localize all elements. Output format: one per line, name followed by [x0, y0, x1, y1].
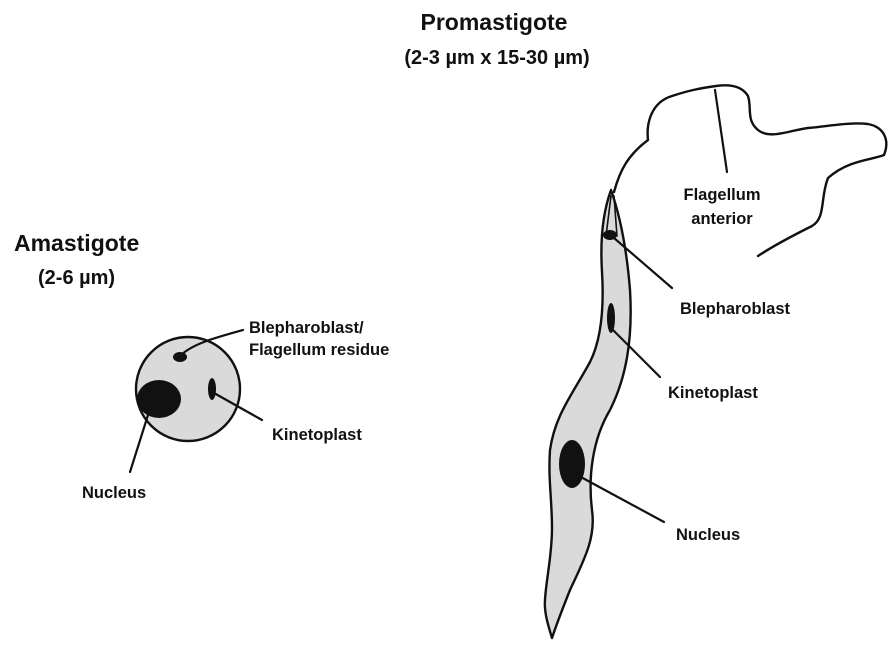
amastigote-blepharoblast: [173, 352, 187, 362]
amastigote-nucleus: [137, 380, 181, 418]
promastigote-kinetoplast-label: Kinetoplast: [668, 384, 758, 402]
amastigote-group: Amastigote (2-6 µm) Blepharoblast/ Flage…: [14, 230, 389, 502]
amastigote-size: (2-6 µm): [38, 267, 115, 289]
flagellum-label-line2: anterior: [691, 210, 753, 228]
promastigote-title: Promastigote: [421, 9, 568, 35]
promastigote-cell-body: [545, 190, 631, 638]
promastigote-size: (2-3 µm x 15-30 µm): [404, 47, 589, 69]
amastigote-nucleus-label: Nucleus: [82, 484, 146, 502]
amastigote-blepharoblast-label-line1: Blepharoblast/: [249, 319, 364, 337]
flagellum-label-line1: Flagellum: [683, 186, 760, 204]
promastigote-nucleus-label: Nucleus: [676, 526, 740, 544]
promastigote-blepharoblast-label: Blepharoblast: [680, 300, 791, 318]
amastigote-blepharoblast-label-line2: Flagellum residue: [249, 341, 389, 359]
amastigote-kinetoplast: [208, 378, 216, 400]
promastigote-nucleus: [559, 440, 585, 488]
promastigote-flagellum: [614, 85, 886, 256]
amastigote-nucleus-leader-line: [130, 415, 148, 472]
amastigote-kinetoplast-label: Kinetoplast: [272, 426, 362, 444]
flagellum-leader-line: [715, 90, 727, 172]
promastigote-group: Promastigote (2-3 µm x 15-30 µm) Flagell…: [404, 9, 886, 638]
amastigote-title: Amastigote: [14, 230, 139, 256]
promastigote-kinetoplast: [607, 303, 615, 333]
